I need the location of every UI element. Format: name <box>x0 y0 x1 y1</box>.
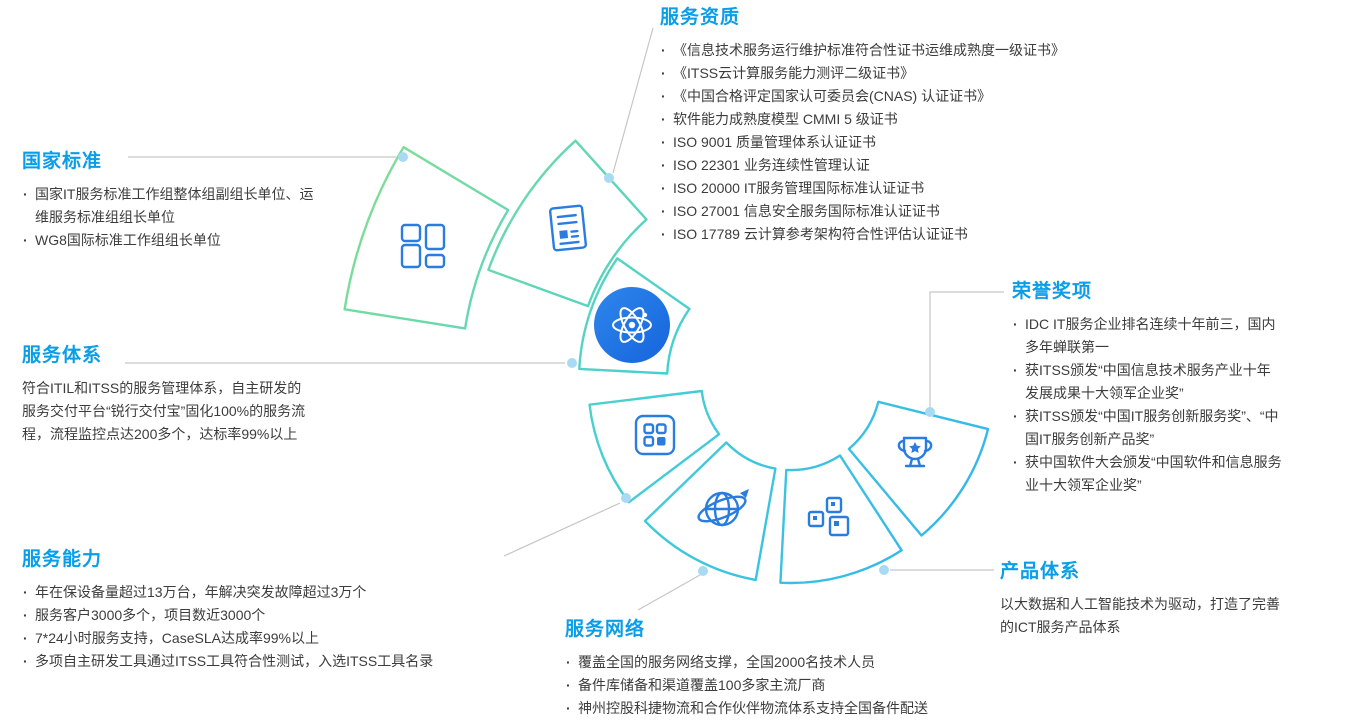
honors-list: IDC IT服务企业排名连续十年前三，国内多年蝉联第一 获ITSS颁发“中国信息… <box>1012 313 1282 497</box>
section-title-service-qualifications: 服务资质 <box>660 7 741 28</box>
dot-service-capability <box>621 493 631 503</box>
segment-network <box>643 441 777 582</box>
section-title-honors: 荣誉奖项 <box>1012 281 1093 302</box>
dashboard-icon <box>400 223 446 269</box>
list-item: 获ITSS颁发“中国IT服务创新服务奖”、“中国IT服务创新产品奖” <box>1012 405 1282 451</box>
segment-products <box>779 454 903 585</box>
list-item: 备件库储备和渠道覆盖100多家主流厂商 <box>565 674 985 697</box>
section-service-capability: 服务能力 年在保设备量超过13万台，年解决突发故障超过3万个 服务客户3000多… <box>22 544 522 673</box>
connector-honors <box>929 291 1004 407</box>
connectors <box>125 27 1004 611</box>
list-item: 多项自主研发工具通过ITSS工具符合性测试，入选ITSS工具名录 <box>22 650 522 673</box>
connector-service-qualifications <box>612 27 654 174</box>
section-national-standards: 国家标准 国家IT服务标准工作组整体组副组长单位、运维服务标准组组长单位 WG8… <box>22 146 322 252</box>
service-system-paragraph: 符合ITIL和ITSS的服务管理体系，自主研发的服务交付平台“锐行交付宝”固化1… <box>22 380 306 442</box>
list-item: ISO 9001 质量管理体系认证证书 <box>660 131 1230 154</box>
section-title-product-system: 产品体系 <box>1000 561 1081 582</box>
list-item: ISO 20000 IT服务管理国际标准认证证书 <box>660 177 1230 200</box>
dot-national-standards <box>398 152 408 162</box>
dot-service-system <box>567 358 577 368</box>
section-title-service-network: 服务网络 <box>565 619 646 640</box>
dot-honors <box>925 407 935 417</box>
ring-icons <box>400 204 933 537</box>
dot-service-qualifications <box>604 173 614 183</box>
globe-icon <box>697 489 749 527</box>
list-item: 《ITSS云计算服务能力测评二级证书》 <box>660 62 1230 85</box>
list-item: 《信息技术服务运行维护标准符合性证书运维成熟度一级证书》 <box>660 39 1230 62</box>
service-qualifications-list: 《信息技术服务运行维护标准符合性证书运维成熟度一级证书》 《ITSS云计算服务能… <box>660 39 1230 246</box>
section-title-service-capability: 服务能力 <box>22 549 103 570</box>
list-item: 神州控股科捷物流和合作伙伴物流体系支持全国备件配送 <box>565 697 985 720</box>
section-service-network: 服务网络 覆盖全国的服务网络支撑，全国2000名技术人员 备件库储备和渠道覆盖1… <box>565 614 985 720</box>
national-standards-list: 国家IT服务标准工作组整体组副组长单位、运维服务标准组组长单位 WG8国际标准工… <box>22 183 322 252</box>
list-item: ISO 27001 信息安全服务国际标准认证证书 <box>660 200 1230 223</box>
connector-service-network <box>637 574 701 611</box>
apps-grid-icon <box>634 414 676 456</box>
atom-icon <box>594 287 670 363</box>
list-item: 覆盖全国的服务网络支撑，全国2000名技术人员 <box>565 651 985 674</box>
list-item: IDC IT服务企业排名连续十年前三，国内多年蝉联第一 <box>1012 313 1282 359</box>
section-service-system: 服务体系 符合ITIL和ITSS的服务管理体系，自主研发的服务交付平台“锐行交付… <box>22 340 307 446</box>
certificate-icon <box>548 204 588 252</box>
list-item: ISO 22301 业务连续性管理认证 <box>660 154 1230 177</box>
trophy-icon <box>897 436 933 468</box>
product-system-paragraph: 以大数据和人工智能技术为驱动，打造了完善的ICT服务产品体系 <box>1000 596 1280 635</box>
list-item: 获ITSS颁发“中国信息技术服务产业十年发展成果十大领军企业奖” <box>1012 359 1282 405</box>
list-item: 国家IT服务标准工作组整体组副组长单位、运维服务标准组组长单位 <box>22 183 322 229</box>
list-item: 《中国合格评定国家认可委员会(CNAS) 认证证书》 <box>660 85 1230 108</box>
list-item: ISO 17789 云计算参考架构符合性评估认证证书 <box>660 223 1230 246</box>
section-honors: 荣誉奖项 IDC IT服务企业排名连续十年前三，国内多年蝉联第一 获ITSS颁发… <box>1012 276 1282 497</box>
list-item: 软件能力成熟度模型 CMMI 5 级证书 <box>660 108 1230 131</box>
connector-dots <box>398 152 935 576</box>
segment-honors <box>847 400 990 537</box>
list-item: 服务客户3000多个，项目数近3000个 <box>22 604 522 627</box>
cubes-icon <box>807 496 850 537</box>
section-service-qualifications: 服务资质 《信息技术服务运行维护标准符合性证书运维成熟度一级证书》 《ITSS云… <box>660 2 1230 246</box>
list-item: WG8国际标准工作组组长单位 <box>22 229 322 252</box>
service-capability-list: 年在保设备量超过13万台，年解决突发故障超过3万个 服务客户3000多个，项目数… <box>22 581 522 673</box>
section-product-system: 产品体系 以大数据和人工智能技术为驱动，打造了完善的ICT服务产品体系 <box>1000 556 1290 639</box>
section-title-service-system: 服务体系 <box>22 345 103 366</box>
segment-service-apps <box>588 389 721 504</box>
list-item: 7*24小时服务支持，CaseSLA达成率99%以上 <box>22 627 522 650</box>
dot-product-system <box>879 565 889 575</box>
section-title-national-standards: 国家标准 <box>22 151 103 172</box>
list-item: 获中国软件大会颁发“中国软件和信息服务业十大领军企业奖” <box>1012 451 1282 497</box>
list-item: 年在保设备量超过13万台，年解决突发故障超过3万个 <box>22 581 522 604</box>
connector-service-capability <box>503 502 621 557</box>
service-network-list: 覆盖全国的服务网络支撑，全国2000名技术人员 备件库储备和渠道覆盖100多家主… <box>565 651 985 720</box>
dot-service-network <box>698 566 708 576</box>
